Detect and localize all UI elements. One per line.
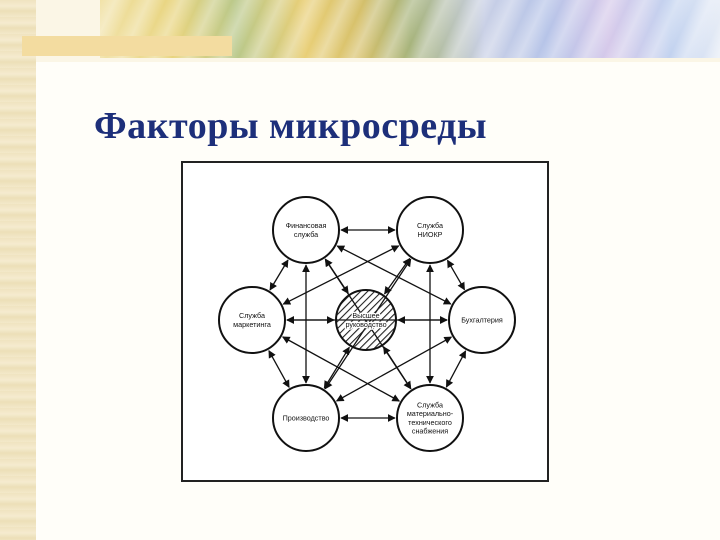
- node-circle-supply: [396, 384, 464, 452]
- node-circle-rnd: [396, 196, 464, 264]
- node-label-production: Производство: [283, 414, 330, 423]
- connector-rnd-accounting: [446, 259, 466, 291]
- connector-supply-center: [382, 346, 412, 390]
- node-label-accounting: Бухгалтерия: [461, 316, 503, 325]
- node-circle-finance: [272, 196, 340, 264]
- node-production: Производство: [272, 384, 340, 452]
- left-decorative-band: [0, 0, 36, 540]
- connector-production-center: [323, 346, 350, 389]
- connector-accounting-supply: [445, 350, 467, 388]
- node-circle-center: [335, 289, 397, 351]
- node-circle-production: [272, 384, 340, 452]
- node-circle-marketing: [218, 286, 286, 354]
- connector-rnd-center: [384, 257, 411, 295]
- node-accounting: Бухгалтерия: [448, 286, 516, 354]
- top-accent-strip: [22, 36, 232, 56]
- node-circle-accounting: [448, 286, 516, 354]
- slide-title: Факторы микросреды: [94, 105, 488, 147]
